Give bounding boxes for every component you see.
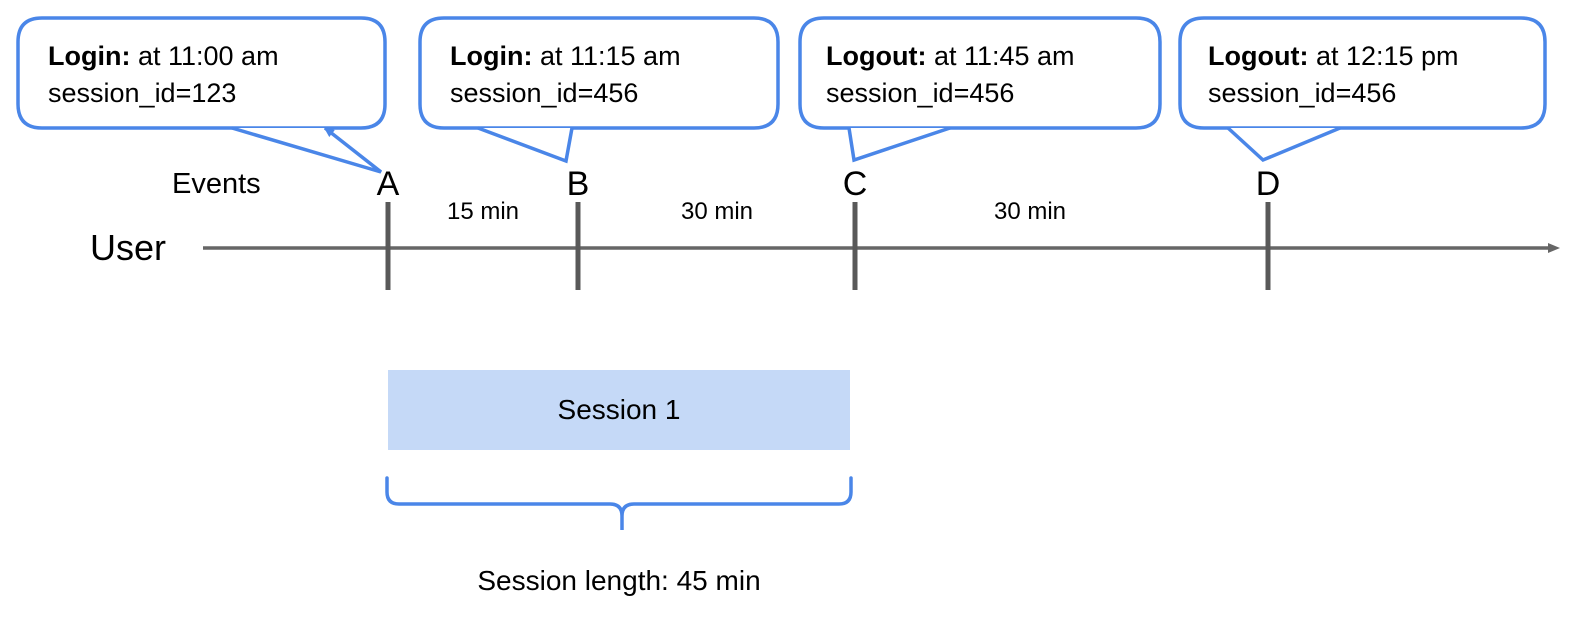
callout-bubble-a xyxy=(16,16,387,174)
callout-time-a: at 11:00 am xyxy=(130,41,279,71)
callout-time-c: at 11:45 am xyxy=(926,41,1075,71)
session-bar xyxy=(388,370,850,450)
callout-time-b: at 11:15 am xyxy=(532,41,681,71)
callout-text-d: Logout: at 12:15 pm session_id=456 xyxy=(1208,38,1459,112)
tick-label-a: A xyxy=(376,165,400,203)
callout-event-b: Login: xyxy=(450,41,533,71)
callout-session-d: session_id=456 xyxy=(1208,78,1397,108)
user-row-label: User xyxy=(90,227,167,268)
callout-text-a: Login: at 11:00 am session_id=123 xyxy=(48,38,279,112)
session-length-caption: Session length: 45 min xyxy=(477,565,761,596)
callout-bubble-b xyxy=(418,16,780,164)
interval-label-ab: 15 min xyxy=(446,198,520,225)
tick-label-d: D xyxy=(1255,165,1281,203)
callout-event-a: Login: xyxy=(48,41,131,71)
callout-bubble-c xyxy=(798,16,1162,163)
session-bar-label: Session 1 xyxy=(557,394,681,425)
callout-time-d: at 12:15 pm xyxy=(1308,41,1459,71)
tick-label-c: C xyxy=(842,165,868,203)
callout-session-a: session_id=123 xyxy=(48,78,237,108)
callout-session-b: session_id=456 xyxy=(450,78,639,108)
callout-session-c: session_id=456 xyxy=(826,78,1015,108)
interval-label-cd: 30 min xyxy=(993,198,1067,225)
callout-event-c: Logout: xyxy=(826,41,927,71)
session-length-brace xyxy=(385,476,853,530)
interval-label-bc: 30 min xyxy=(680,198,754,225)
callout-text-b: Login: at 11:15 am session_id=456 xyxy=(450,38,681,112)
callout-bubble-d xyxy=(1178,16,1547,163)
tick-label-b: B xyxy=(566,165,590,203)
callout-text-c: Logout: at 11:45 am session_id=456 xyxy=(826,38,1075,112)
callout-event-d: Logout: xyxy=(1208,41,1309,71)
events-row-label: Events xyxy=(172,168,261,200)
